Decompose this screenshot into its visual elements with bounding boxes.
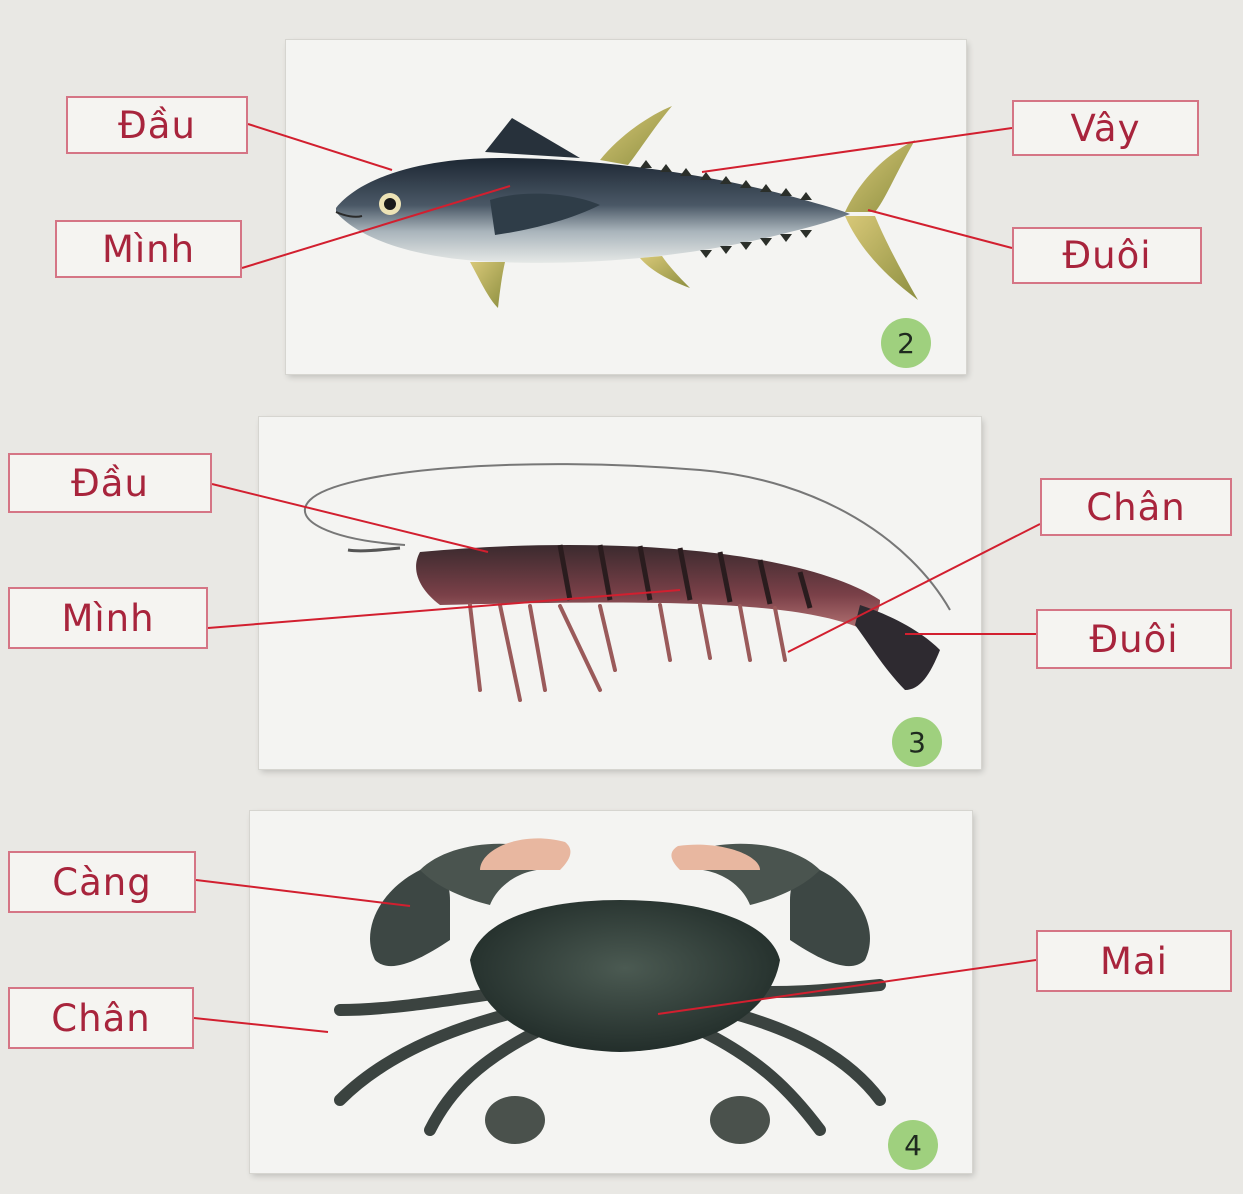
shrimp-label-legs: Chân: [1040, 478, 1232, 536]
shrimp-number-badge: 3: [892, 717, 942, 767]
fish-label-fin: Vây: [1012, 100, 1199, 156]
fish-label-tail: Đuôi: [1012, 227, 1202, 284]
shrimp-label-tail: Đuôi: [1036, 609, 1232, 669]
fish-label-head: Đầu: [66, 96, 248, 154]
fish-number-badge: 2: [881, 318, 931, 368]
shrimp-label-head: Đầu: [8, 453, 212, 513]
shrimp-label-body: Mình: [8, 587, 208, 649]
fish-label-body: Mình: [55, 220, 242, 278]
crab-label-legs: Chân: [8, 987, 194, 1049]
crab-label-shell: Mai: [1036, 930, 1232, 992]
crab-label-claws: Càng: [8, 851, 196, 913]
crab-illustration: [340, 838, 880, 1144]
crab-number-badge: 4: [888, 1120, 938, 1170]
shrimp-illustration: [305, 464, 950, 700]
fish-illustration: [336, 106, 918, 308]
